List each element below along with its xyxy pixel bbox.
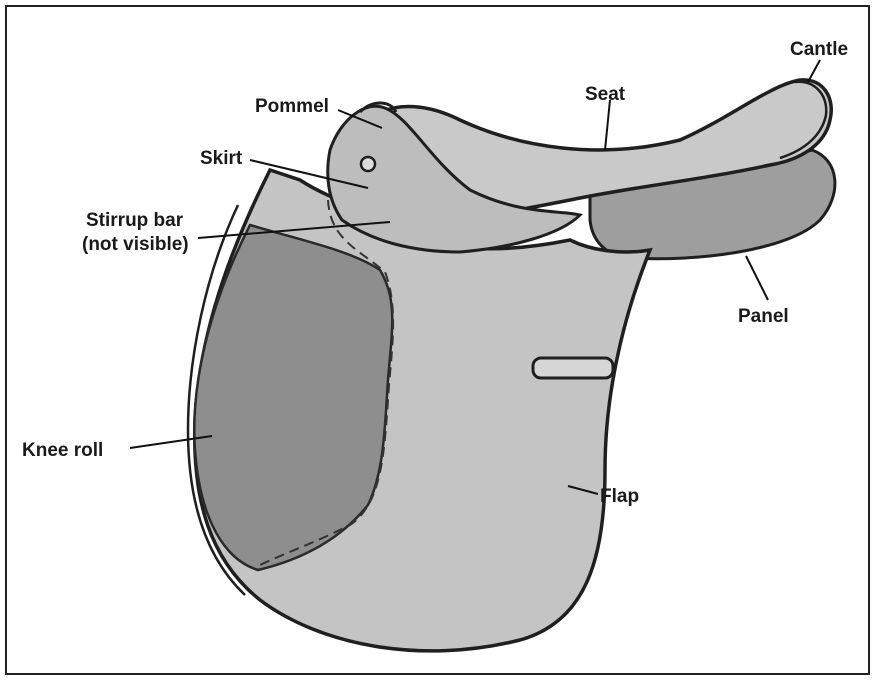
leader-panel	[746, 256, 768, 300]
label-panel: Panel	[738, 306, 789, 327]
label-seat: Seat	[585, 84, 626, 105]
label-cantle: Cantle	[790, 39, 848, 60]
label-stirrup-bar-line2: (not visible)	[82, 234, 189, 255]
label-skirt: Skirt	[200, 148, 243, 169]
leader-cantle	[808, 60, 820, 82]
label-knee-roll: Knee roll	[22, 440, 103, 461]
label-flap: Flap	[600, 486, 639, 507]
label-pommel: Pommel	[255, 96, 329, 117]
label-stirrup-bar-line1: Stirrup bar	[86, 210, 184, 231]
leader-seat	[605, 100, 610, 150]
skirt-rivet	[361, 157, 375, 171]
stirrup-keeper	[533, 358, 613, 378]
